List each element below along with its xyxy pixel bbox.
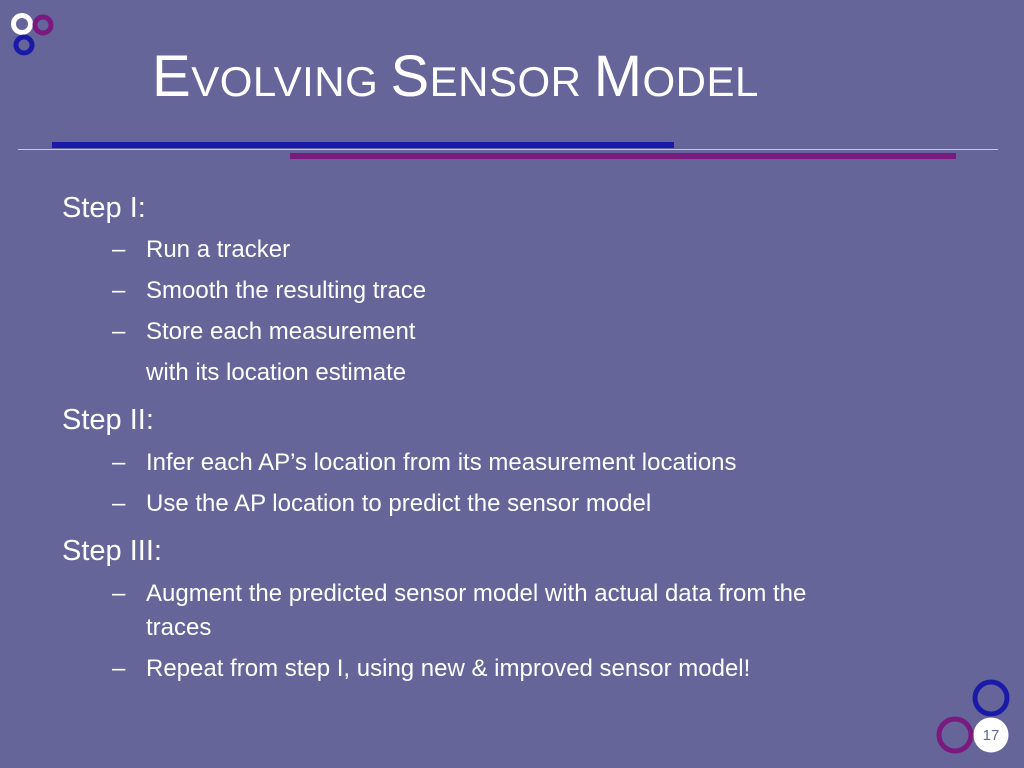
bullet-dash: – xyxy=(112,318,126,345)
bullet-text: Use the AP location to predict the senso… xyxy=(146,490,652,517)
bullet-dash: – xyxy=(112,277,126,304)
slide-title: EVOLVING SENSOR MODEL xyxy=(152,48,759,106)
title-blue-bar xyxy=(52,142,674,148)
step-1-label: Step I: xyxy=(62,192,146,224)
step-2-label: Step II: xyxy=(62,404,154,436)
step-1-continuation: with its location estimate xyxy=(146,359,407,386)
step-3-label: Step III: xyxy=(62,535,162,567)
page-number: 17 xyxy=(982,727,1000,744)
bullet-dash: – xyxy=(112,580,126,607)
title-part-volving: VOLVING xyxy=(191,58,391,105)
bullet-dash: – xyxy=(112,655,126,682)
title-part-ensor: ENSOR xyxy=(429,58,594,105)
step-3-bullet-1-wrap: traces xyxy=(146,614,212,641)
step-1-bullet-1: – Run a tracker xyxy=(112,233,291,267)
three-rings-logo-icon xyxy=(10,12,58,65)
step-3-bullet-1: – Augment the predicted sensor model wit… xyxy=(112,577,807,611)
two-rings-logo-icon xyxy=(932,678,1016,767)
bullet-dash: – xyxy=(112,490,126,517)
bullet-text: Infer each AP’s location from its measur… xyxy=(146,449,737,476)
bullet-text: Store each measurement xyxy=(146,318,416,345)
title-cap-m: M xyxy=(593,44,643,109)
step-1-bullet-2: – Smooth the resulting trace xyxy=(112,274,427,308)
bullet-dash: – xyxy=(112,236,126,263)
title-part-odel: ODEL xyxy=(642,58,759,105)
bullet-text: Run a tracker xyxy=(146,236,291,263)
title-purple-bar xyxy=(290,153,956,159)
step-2-bullet-2: – Use the AP location to predict the sen… xyxy=(112,487,652,521)
title-cap-e: E xyxy=(152,44,192,109)
bullet-text: Repeat from step I, using new & improved… xyxy=(146,655,751,682)
title-thin-rule xyxy=(18,149,998,150)
bullet-text: Smooth the resulting trace xyxy=(146,277,427,304)
bullet-dash: – xyxy=(112,449,126,476)
step-1-bullet-3: – Store each measurement xyxy=(112,315,416,349)
bullet-text: Augment the predicted sensor model with … xyxy=(146,580,807,607)
title-cap-s: S xyxy=(390,44,430,109)
step-3-bullet-2: – Repeat from step I, using new & improv… xyxy=(112,652,751,686)
step-2-bullet-1: – Infer each AP’s location from its meas… xyxy=(112,446,737,480)
